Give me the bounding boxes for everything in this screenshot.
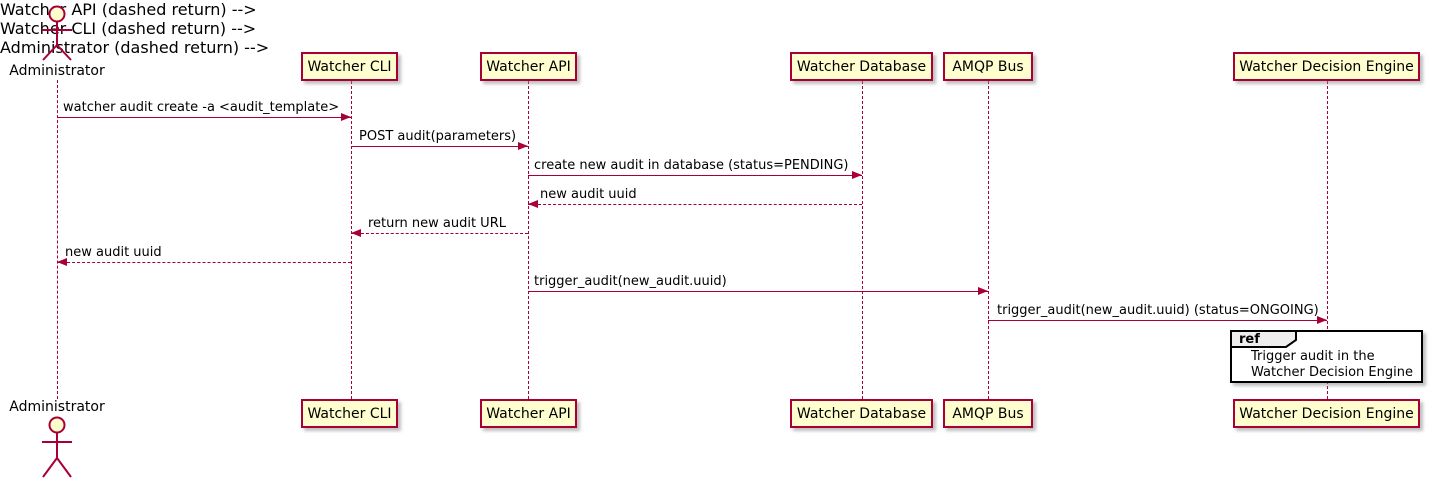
message-line	[351, 146, 528, 147]
message-label: trigger_audit(new_audit.uuid)	[534, 274, 727, 289]
participant-label: Watcher Database	[796, 405, 927, 422]
message-line	[57, 117, 351, 118]
message-line	[528, 291, 988, 292]
participant-amqp-bus-top: AMQP Bus	[943, 52, 1033, 81]
actor-icon	[42, 5, 72, 61]
ref-fragment: ref Trigger audit in the Watcher Decisio…	[1230, 330, 1423, 383]
message-line	[528, 204, 862, 205]
message-label: new audit uuid	[540, 187, 637, 202]
message-line	[57, 262, 351, 263]
participant-label: Watcher Database	[796, 58, 927, 75]
lifeline-watcher-api	[528, 81, 529, 399]
participant-label: Watcher API	[486, 405, 571, 422]
participant-watcher-decision-engine-top: Watcher Decision Engine	[1233, 52, 1420, 81]
lifeline-watcher-cli	[351, 81, 352, 399]
actor-icon	[42, 416, 72, 478]
ref-text: Trigger audit in the Watcher Decision En…	[1251, 349, 1413, 381]
participant-label: Watcher API	[486, 58, 571, 75]
arrowhead-right-icon	[518, 142, 528, 150]
ref-tab-icon	[1230, 330, 1297, 348]
participant-watcher-database-top: Watcher Database	[790, 52, 933, 81]
message-label: trigger_audit(new_audit.uuid) (status=ON…	[997, 303, 1319, 318]
lifeline-watcher-database	[862, 81, 863, 399]
arrowhead-left-icon	[57, 258, 67, 266]
participant-label: Watcher Decision Engine	[1239, 58, 1414, 75]
actor-label-administrator-top: Administrator	[9, 63, 105, 79]
message-line	[351, 233, 528, 234]
arrowhead-right-icon	[852, 171, 862, 179]
participant-label: Watcher CLI	[307, 405, 392, 422]
message-label: watcher audit create -a <audit_template>	[63, 100, 340, 115]
message-label: POST audit(parameters)	[359, 129, 517, 144]
participant-label: Watcher CLI	[307, 58, 392, 75]
participant-label: Watcher Decision Engine	[1239, 405, 1414, 422]
participant-watcher-decision-engine-bottom: Watcher Decision Engine	[1233, 399, 1420, 428]
message-label: return new audit URL	[368, 216, 506, 231]
lifeline-amqp-bus	[988, 81, 989, 399]
arrowhead-right-icon	[1317, 316, 1327, 324]
message-line	[988, 320, 1327, 321]
participant-watcher-database-bottom: Watcher Database	[790, 399, 933, 428]
ref-text-line2: Watcher Decision Engine	[1251, 365, 1413, 380]
participant-watcher-api-bottom: Watcher API	[480, 399, 577, 428]
participant-watcher-api-top: Watcher API	[480, 52, 577, 81]
arrowhead-right-icon	[341, 113, 351, 121]
arrowhead-left-icon	[351, 229, 361, 237]
arrowhead-right-icon	[978, 287, 988, 295]
ref-text-line1: Trigger audit in the	[1251, 349, 1375, 364]
lifeline-watcher-decision-engine	[1327, 81, 1328, 399]
participant-amqp-bus-bottom: AMQP Bus	[943, 399, 1033, 428]
participant-label: AMQP Bus	[952, 405, 1024, 422]
participant-watcher-cli-top: Watcher CLI	[301, 52, 398, 81]
participant-label: AMQP Bus	[952, 58, 1024, 75]
ref-keyword: ref	[1239, 332, 1260, 347]
lifeline-administrator	[57, 80, 58, 399]
message-label: create new audit in database (status=PEN…	[534, 158, 849, 173]
arrowhead-left-icon	[528, 200, 538, 208]
participant-watcher-cli-bottom: Watcher CLI	[301, 399, 398, 428]
message-line	[528, 175, 862, 176]
actor-label-administrator-bottom: Administrator	[9, 399, 105, 415]
message-label: new audit uuid	[65, 245, 162, 260]
